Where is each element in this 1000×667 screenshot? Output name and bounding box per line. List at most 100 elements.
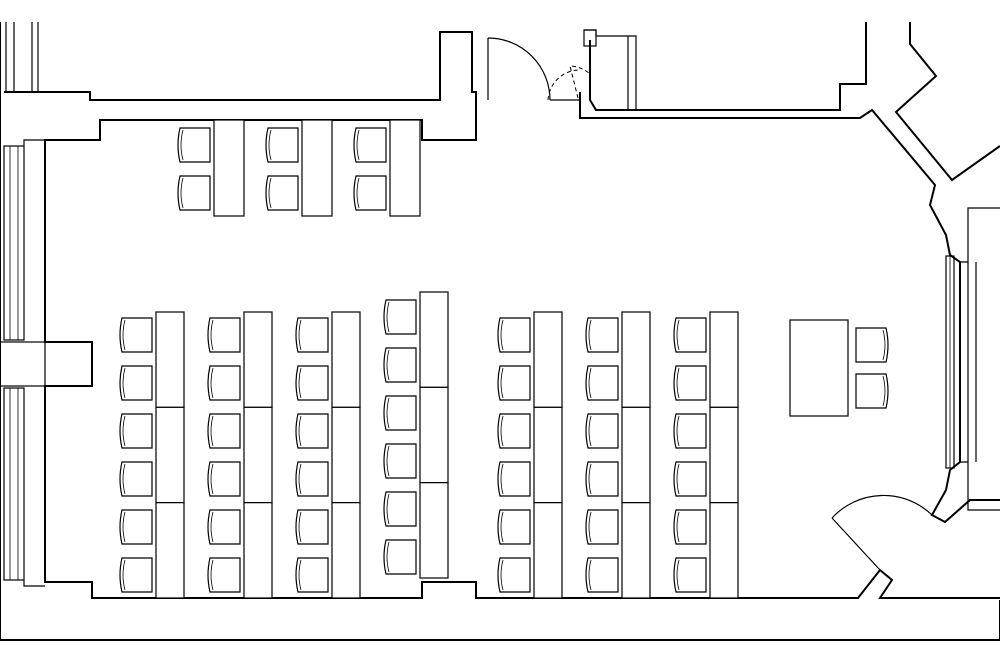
door-leaf-right: [831, 517, 881, 571]
chair-back: [500, 415, 504, 447]
chair: [383, 539, 417, 575]
door-swing-right: [831, 494, 933, 519]
chair-back: [210, 463, 214, 495]
chair: [207, 509, 241, 545]
doors: [487, 37, 933, 571]
chair-back: [356, 177, 360, 209]
table: [301, 119, 333, 217]
chair-back: [500, 511, 504, 543]
table: [331, 406, 361, 504]
chair-back: [588, 367, 592, 399]
table: [155, 406, 185, 504]
wall-detail: [23, 139, 45, 146]
chair-back: [180, 129, 184, 161]
chair: [119, 557, 153, 593]
chair: [497, 557, 531, 593]
table: [621, 406, 651, 504]
top-wall-right: [579, 92, 1000, 524]
table: [243, 406, 273, 504]
chair-back: [298, 367, 302, 399]
table: [331, 311, 361, 408]
chair: [673, 557, 707, 593]
wall-detail: [967, 462, 1000, 511]
table: [709, 406, 739, 504]
chair-back: [298, 511, 302, 543]
table: [155, 502, 185, 599]
chair: [497, 509, 531, 545]
chair: [383, 491, 417, 527]
chair-back: [180, 177, 184, 209]
door-swing-shaft-2: [547, 69, 579, 101]
table: [419, 482, 449, 579]
chair-back: [210, 319, 214, 351]
chair-back: [588, 463, 592, 495]
instructor-desk: [789, 319, 849, 417]
chair: [265, 127, 299, 163]
chair-back: [676, 319, 680, 351]
window-left-upper: [3, 145, 25, 341]
chair: [207, 461, 241, 497]
instructor-chair: [855, 327, 889, 363]
chair-back: [122, 463, 126, 495]
door-swing-top: [487, 37, 551, 101]
chair: [353, 127, 387, 163]
chair-back: [676, 463, 680, 495]
chair-back: [386, 493, 390, 525]
chair-back: [500, 463, 504, 495]
chair: [295, 557, 329, 593]
left-pillar: [0, 341, 46, 387]
wall-detail: [967, 207, 1000, 262]
table: [621, 502, 651, 599]
chair: [119, 509, 153, 545]
chair: [673, 317, 707, 353]
upper-right-wall: [894, 22, 1000, 182]
chair-back: [298, 559, 302, 591]
chair-back: [210, 559, 214, 591]
table: [243, 502, 273, 599]
furniture: [119, 119, 889, 599]
chair-back: [500, 319, 504, 351]
chair-back: [676, 367, 680, 399]
wall-detail: [23, 580, 45, 587]
chair: [497, 461, 531, 497]
chair-back: [882, 375, 886, 407]
chair: [119, 413, 153, 449]
chair: [585, 509, 619, 545]
chair: [207, 413, 241, 449]
instructor-chair: [855, 373, 889, 409]
chair-back: [500, 559, 504, 591]
chair: [585, 317, 619, 353]
table: [419, 386, 449, 484]
window-left-lower: [3, 387, 25, 581]
chair: [585, 365, 619, 401]
chair: [673, 365, 707, 401]
chair-back: [386, 301, 390, 333]
chair: [265, 175, 299, 211]
chair: [295, 365, 329, 401]
table: [213, 119, 245, 217]
chair: [673, 509, 707, 545]
table: [533, 311, 563, 408]
chair: [497, 413, 531, 449]
chair-back: [386, 445, 390, 477]
chair-back: [122, 415, 126, 447]
chair: [295, 461, 329, 497]
chair-back: [210, 367, 214, 399]
chair: [585, 557, 619, 593]
chair-back: [268, 177, 272, 209]
chair-back: [268, 129, 272, 161]
chair-back: [676, 559, 680, 591]
chair-back: [298, 415, 302, 447]
chair: [383, 299, 417, 335]
chair-back: [588, 511, 592, 543]
chair-back: [588, 559, 592, 591]
chair: [207, 365, 241, 401]
chair: [673, 413, 707, 449]
chair-back: [386, 349, 390, 381]
chair: [497, 365, 531, 401]
chair: [383, 395, 417, 431]
chair: [295, 509, 329, 545]
chair: [353, 175, 387, 211]
chair: [119, 317, 153, 353]
